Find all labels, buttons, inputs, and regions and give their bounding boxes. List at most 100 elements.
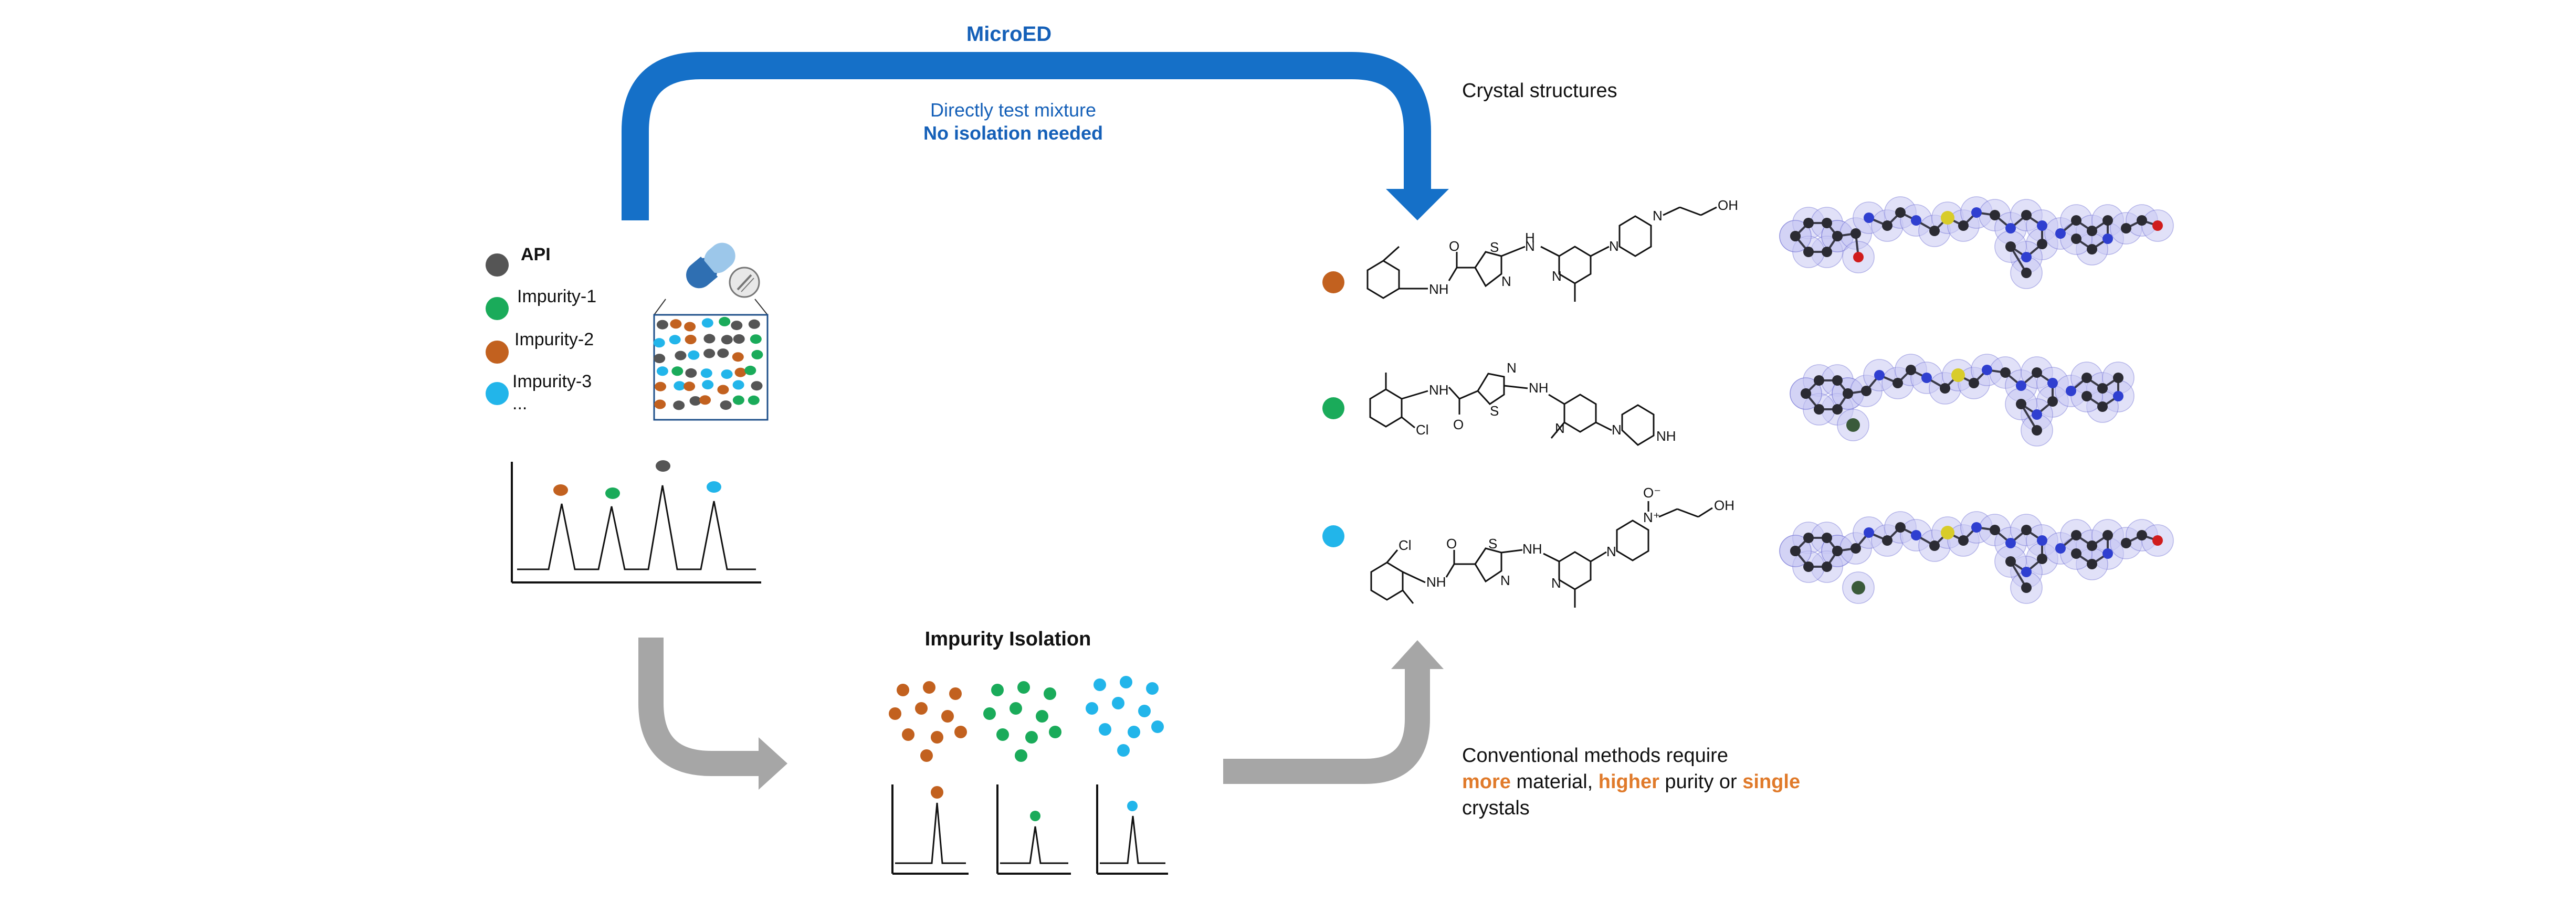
crystal-atom [2081,391,2092,401]
crystal-atom [2021,252,2032,262]
crystal-atom [2066,386,2076,396]
crystal-atom [1911,530,1921,540]
crystal-atom [2097,383,2108,394]
isolated-particle [1128,726,1140,738]
mixture-particle [721,335,733,345]
crystal-atom [2113,391,2123,401]
gray-arrow-left [638,638,787,790]
isolated-particle [915,702,928,715]
chem1-n3: N [1552,268,1562,284]
mixture-particle [656,366,668,376]
chem1-oh: OH [1718,197,1738,213]
chem1-nh: NH [1429,281,1449,297]
crystal-atom [2037,535,2047,546]
chem1-n4: N [1609,238,1619,254]
crystal-atom [1895,522,1906,533]
isolated-particle [996,728,1009,741]
mixture-chromatogram [511,460,761,583]
crystal-atom [2102,548,2113,559]
isolated-particle [991,684,1004,696]
chem2-o: O [1453,417,1464,432]
crystal-structure-1 [1779,196,2174,289]
crystal-atom [2152,220,2163,231]
crystal-atom [1921,373,1932,383]
crystal-atom [1852,581,1865,595]
zoom-line-left [654,299,666,315]
mixture-particle [703,334,716,344]
crystal-atom [1850,543,1861,554]
mixture-particle [750,334,762,344]
isolated-groups [889,676,1168,875]
conventional-line3: crystals [1462,797,1530,819]
chem3-oh: OH [1714,497,1734,513]
crystal-atom [1853,252,1864,262]
crystal-atom [2087,559,2097,569]
chem1-s: S [1490,239,1499,255]
isolated-particle [1017,681,1030,694]
iso-peak-marker-impurity-1 [1030,811,1040,821]
mixture-particle [732,352,744,362]
crystal-atom [1801,388,1811,399]
isolated-particle [920,749,933,762]
crystal-atom [1832,404,1843,415]
mixture-particle [653,338,665,348]
crystal-atom [2021,268,2032,278]
crystal-atom [1874,370,1885,380]
microed-title: MicroED [966,23,1052,46]
crystal-atom [1832,375,1843,386]
chem1-n1: N [1501,273,1511,289]
mixture-particle [654,354,666,364]
crystal-atom [1895,207,1906,218]
isolated-group-impurity-3 [1086,676,1168,875]
crystal-atom [1864,527,1874,538]
crystal-atom [2137,215,2147,226]
conventional-material: material, [1511,771,1599,793]
mixture-particle [684,322,696,332]
crystal-atom [2037,554,2047,564]
mixture-particle [685,335,697,344]
legend: API Impurity-1 Impurity-2 Impurity-3 ... [486,245,596,413]
crystal-atom [2016,380,2026,391]
microed-line1: Directly test mixture [930,99,1096,121]
crystal-atom [1822,218,1832,228]
impurity-isolation-title: Impurity Isolation [925,628,1091,650]
crystal-atom [2021,525,2032,535]
legend-label-impurity-1: Impurity-1 [517,287,596,306]
crystal-atom [2000,367,2011,378]
mixture-particle [732,395,744,405]
chem3-nh: NH [1426,574,1446,590]
row-marker-3 [1322,525,1344,547]
crystal-atom [2005,556,2016,567]
chem3-nh2: NH [1522,541,1542,557]
crystal-atom [1803,533,1814,543]
crystal-atom [2055,543,2066,554]
chem2-s: S [1490,403,1499,419]
crystal-atom [1971,207,1982,218]
conventional-purity-or: purity or [1659,771,1742,793]
crystal-atom [1982,365,1992,375]
chem3-cl: Cl [1399,537,1412,553]
chem3-nplus: N⁺ [1643,510,1660,525]
mixture-particle [654,399,666,409]
crystal-atom [1832,231,1843,241]
conventional-line2: more material, higher purity or single [1462,771,1800,793]
crystal-atom [1814,404,1824,415]
chem1-n5: N [1653,208,1663,224]
crystal-structures-label: Crystal structures [1462,80,1617,102]
crystal-atom [1929,540,1940,551]
chem2-cl: Cl [1416,422,1429,438]
mixture-particle [699,395,711,405]
isolated-particle [1151,720,1164,733]
crystal-atom [2032,425,2042,436]
isolated-particle [902,728,914,741]
isolated-particle [1120,676,1132,688]
crystal-atom [1882,535,1892,546]
chem-structure-3: Cl NH O S N NH N N N⁺ O⁻ OH [1370,485,1734,608]
chem1-n2: N [1525,238,1535,254]
mixture-particle [669,335,681,345]
mixture-particle [717,385,729,395]
mixture-particle [700,368,712,378]
crystal-atom [1941,211,1954,225]
crystal-atom [1822,561,1832,572]
